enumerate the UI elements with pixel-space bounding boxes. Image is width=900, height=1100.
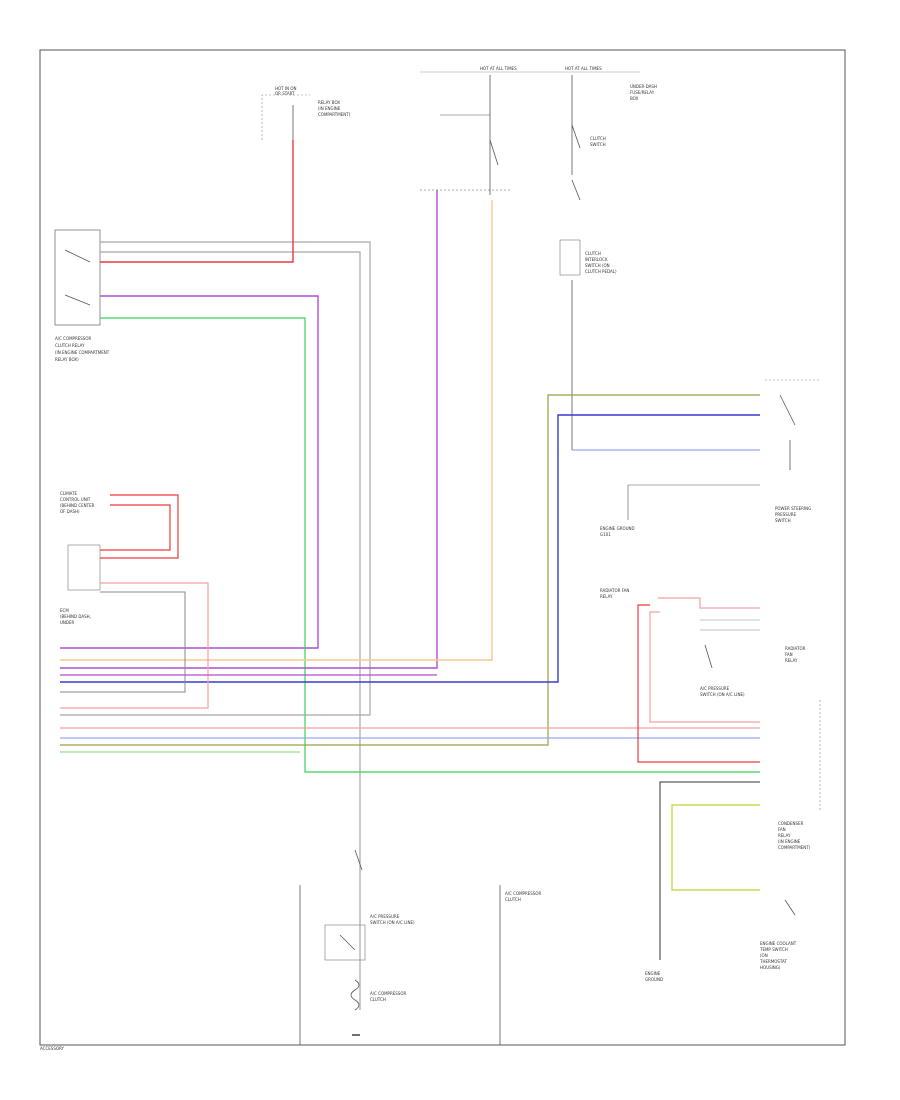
footer-label: ACCESSORY (40, 1046, 65, 1051)
ground-mid-label-2: G101 (600, 532, 611, 537)
engine-coolant-switch: ENGINE COOLANT TEMP SWITCH (ON THERMOSTA… (645, 899, 797, 982)
center-switch-column: HOT AT ALL TIMES (420, 66, 517, 195)
radiator-fan-area: RADIATOR FAN RELAY A/C PRESSURE SWITCH (… (600, 588, 821, 850)
hot-right-label: HOT AT ALL TIMES (565, 66, 602, 71)
relay-label-1: A/C COMPRESSOR (55, 336, 91, 341)
wire-black-lower (659, 781, 760, 960)
power-steering-switch: POWER STEERING PRESSURE SWITCH ENGINE GR… (600, 379, 820, 537)
coolant-label-2: TEMP SWITCH (759, 947, 788, 952)
fuse-right-label-2: FUSE/RELAY (630, 90, 655, 95)
wire-yellowgreen (671, 804, 760, 891)
clutch-interlock-label-2: INTERLOCK (585, 257, 608, 262)
cooling-fan-label-1: CONDENSER (778, 821, 804, 826)
climate-control-unit: CLIMATE CONTROL UNIT (BEHIND CENTER OF D… (60, 491, 209, 709)
relay-label-2: CLUTCH RELAY (55, 343, 85, 348)
clutch-switch-label-2: SWITCH (590, 142, 606, 147)
ac-pressure-sw-label-2: SWITCH (ON A/C LINE) (370, 920, 415, 925)
wire-purple-center (60, 190, 438, 669)
ac-compressor-label-2: CLUTCH (370, 997, 386, 1002)
coolant-label-4: THERMOSTAT (759, 959, 787, 964)
clutch-switch-label-1: CLUTCH (590, 136, 606, 141)
wire-gray-2 (100, 251, 361, 1010)
ac-pressure-label-2: SWITCH (ON A/C LINE) (700, 692, 745, 697)
fuse-top-left-label-2: OR START (275, 91, 295, 96)
ecm-label-3: UNDER (60, 620, 75, 625)
ecm-label-2: (BEHIND DASH, (60, 614, 91, 619)
fuse-box-note-3: COMPARTMENT) (318, 112, 351, 117)
clutch-interlock-label-4: CLUTCH PEDAL) (585, 269, 617, 274)
cooling-fan-label-5: COMPARTMENT) (778, 845, 811, 850)
relay-label-4: RELAY BOX) (55, 357, 79, 362)
fuse-right-label-3: BOX (630, 96, 639, 101)
ac-pressure-sw-label-1: A/C PRESSURE (370, 914, 400, 919)
ac-compressor-label-1: A/C COMPRESSOR (370, 991, 406, 996)
ac-compressor-area: A/C PRESSURE SWITCH (ON A/C LINE) A/C CO… (299, 849, 541, 1045)
cooling-fan-label-3: RELAY (778, 833, 791, 838)
fuse-box-note-2: (IN ENGINE (318, 106, 341, 111)
fuse-box-note-1: RELAY BOX (318, 100, 340, 105)
wire-orange-center (60, 200, 493, 661)
rad-fan-label-1: RADIATOR FAN (600, 588, 629, 593)
engine-ground-label-1: ENGINE (645, 971, 661, 976)
wire-purple-relay (60, 295, 319, 649)
climate-top-label-1: CLIMATE (60, 491, 78, 496)
ac-comp-label-2: CLUTCH (505, 897, 521, 902)
wire-olive (60, 394, 760, 746)
fuse-top-left: HOT IN ON OR START RELAY BOX (IN ENGINE … (261, 86, 351, 140)
right-switch-column: HOT AT ALL TIMES UNDER-DASH FUSE/RELAY B… (559, 66, 657, 450)
engine-ground-label-2: GROUND (645, 977, 663, 982)
cooling-fan-label-4: (IN ENGINE (778, 839, 801, 844)
ac-pressure-label-1: A/C PRESSURE (700, 686, 730, 691)
ps-label-2: PRESSURE (775, 512, 797, 517)
relay-label-3: (IN ENGINE COMPARTMENT (55, 350, 110, 355)
fuse-top-left-label-1: HOT IN ON (275, 86, 296, 91)
radiator-fan-label-1: RADIATOR (785, 646, 806, 651)
ps-label-3: SWITCH (775, 518, 791, 523)
rad-fan-label-2: RELAY (600, 594, 613, 599)
radiator-fan-label-2: FAN (785, 652, 793, 657)
climate-top-label-3: (BEHIND CENTER (60, 503, 95, 508)
coolant-label-5: HOUSING) (760, 965, 781, 970)
fuse-right-label-1: UNDER-DASH (630, 84, 657, 89)
coolant-label-3: (ON (760, 953, 768, 958)
climate-top-label-2: CONTROL UNIT (60, 497, 91, 502)
clutch-interlock-label-3: SWITCH (ON (585, 263, 610, 268)
wire-blue (60, 414, 760, 683)
ac-compressor-relay: A/C COMPRESSOR CLUTCH RELAY (IN ENGINE C… (54, 229, 110, 362)
cooling-fan-label-2: FAN (778, 827, 786, 832)
ground-mid-label-1: ENGINE GROUND (600, 526, 635, 531)
radiator-fan-label-3: RELAY (785, 658, 798, 663)
wire-red-top (100, 140, 294, 263)
ecm-label-1: ECM (60, 608, 69, 613)
wire-green-relay (100, 317, 760, 773)
clutch-interlock-label-1: CLUTCH (585, 251, 601, 256)
hot-center-label: HOT AT ALL TIMES (480, 66, 517, 71)
wire-gray-1 (60, 241, 371, 716)
climate-top-label-4: OF DASH) (60, 509, 80, 514)
coolant-label-1: ENGINE COOLANT (760, 941, 797, 946)
ps-label-1: POWER STEERING (775, 506, 811, 511)
diagram-frame (39, 49, 846, 1046)
ac-comp-label-1: A/C COMPRESSOR (505, 891, 541, 896)
